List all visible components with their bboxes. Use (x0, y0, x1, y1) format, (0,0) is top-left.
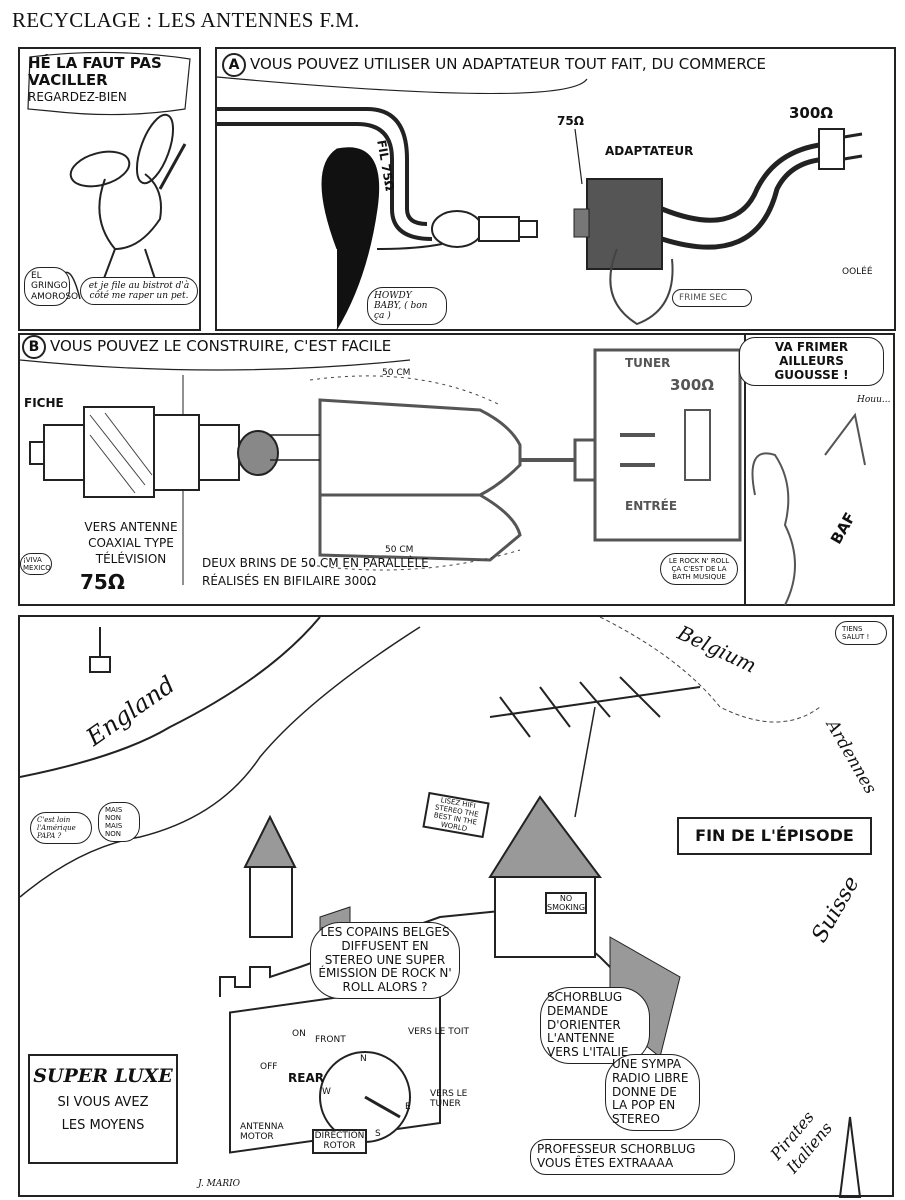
rotor-off[interactable]: OFF (260, 1062, 278, 1072)
marker-a: A (222, 53, 246, 77)
compass-east: E (405, 1102, 411, 1112)
output-ohms-label: 300Ω (789, 104, 834, 122)
end-sign: FIN DE L'ÉPISODE (677, 817, 872, 855)
rock-bubble: LE ROCK N' ROLL ÇA C'EST DE LA BATH MUSI… (660, 553, 738, 586)
artist-signature: J. MARIO (198, 1179, 241, 1189)
frimer-bubble: VA FRIMER AILLEURS GUOUSSE ! (739, 337, 884, 387)
input-ohms-label: 75Ω (557, 114, 584, 128)
panel-b-side: VA FRIMER AILLEURS GUOUSSE ! Houu... BAF (739, 333, 895, 606)
adapter-label: ADAPTATEUR (605, 144, 694, 158)
length-bottom-label: 50 cm (385, 545, 414, 555)
antenna-ohms: 75Ω (80, 570, 125, 594)
compass-west: W (322, 1087, 331, 1097)
note-line-1: DEUX BRINS DE 50 cm EN PARALLÈLE (202, 556, 429, 570)
tuner-ohms: 300Ω (670, 376, 715, 394)
plug-label: FICHE (24, 396, 64, 410)
rotor-front[interactable]: FRONT (315, 1035, 346, 1045)
rotor-rear[interactable]: REAR (288, 1071, 324, 1085)
super-luxe-scroll: SUPER LUXE SI VOUS AVEZ LES MOYENS (28, 1054, 178, 1164)
antenna-motor-label: ANTENNA MOTOR (240, 1122, 284, 1143)
houu-text: Houu... (857, 395, 891, 405)
olee-text: OOLÉÉ (842, 267, 873, 277)
howdy-bubble: HOWDY BABY, ( bon ça ) (367, 287, 447, 325)
frime-bubble: FRIME SEC (672, 289, 752, 308)
bifilar-drawing (20, 348, 742, 585)
speech-line-3: REGARDEZ-BIEN (28, 90, 127, 104)
speech-line-1: HÉ LA FAUT PAS (28, 54, 162, 72)
marker-b: B (22, 335, 46, 359)
copains-bubble: LES COPAINS BELGES DIFFUSENT EN STEREO U… (310, 922, 460, 999)
professeur-bubble: PROFESSEUR SCHORBLUG VOUS ÊTES EXTRAAAA (530, 1139, 735, 1175)
speech-line-2: VACILLER (28, 71, 108, 89)
mais-non-bubble: MAIS NON MAIS NON (98, 802, 140, 843)
super-luxe-title: SUPER LUXE (33, 1065, 173, 1087)
panel-map-ending: England Belgium Ardennes Suisse Pirates … (18, 615, 894, 1198)
adapter-drawing (217, 76, 863, 330)
antenna-line-1: VERS ANTENNE (84, 520, 178, 534)
panel-mouse-intro: HÉ LA FAUT PAS VACILLER REGARDEZ-BIEN EL… (18, 47, 201, 331)
tuner-label: TUNER (625, 356, 671, 370)
bistrot-bubble: et je file au bistrot d'à côté me raper … (80, 277, 198, 305)
input-label: ENTRÉE (625, 499, 678, 513)
length-top-label: 50 cm (382, 368, 411, 378)
viva-bubble: ¡VIVA MEXICO (20, 553, 52, 576)
compass-south: S (375, 1129, 381, 1139)
vers-le-toit-label: VERS LE TOIT (408, 1027, 469, 1037)
rotor-on[interactable]: ON (292, 1029, 306, 1039)
direction-rotor-label: DIRECTION ROTOR (312, 1129, 367, 1154)
caption-text: VOUS POUVEZ LE CONSTRUIRE, C'EST FACILE (50, 337, 392, 355)
schorblug-bubble: SCHORBLUG DEMANDE D'ORIENTER L'ANTENNE V… (540, 987, 650, 1064)
loin-bubble: C'est loin l'Amérique PAPA ? (30, 812, 92, 844)
super-luxe-line-2: SI VOUS AVEZ (57, 1094, 149, 1110)
gringo-bubble: EL GRINGO AMOROSO (24, 267, 78, 307)
kicked-character-drawing (751, 412, 866, 606)
sympa-bubble: UNE SYMPA RADIO LIBRE DONNE DE LA POP EN… (605, 1054, 700, 1131)
compass-north: N (360, 1054, 367, 1064)
super-luxe-line-3: LES MOYENS (61, 1117, 145, 1133)
no-smoking-sign: NO SMOKING (545, 892, 587, 915)
antenna-line-2: COAXIAL TYPE (88, 536, 174, 550)
note-line-2: RÉALISÉS EN BIFILAIRE 300Ω (202, 574, 377, 588)
page-title: RECYCLAGE : LES ANTENNES F.M. (12, 8, 360, 32)
tiens-salut-bubble: TIENS SALUT ! (835, 621, 887, 646)
vers-le-tuner-label: VERS LE TUNER (430, 1089, 468, 1110)
caption-text: VOUS POUVEZ UTILISER UN ADAPTATEUR TOUT … (250, 55, 767, 73)
antenna-line-3: TÉLÉVISION (95, 552, 167, 566)
